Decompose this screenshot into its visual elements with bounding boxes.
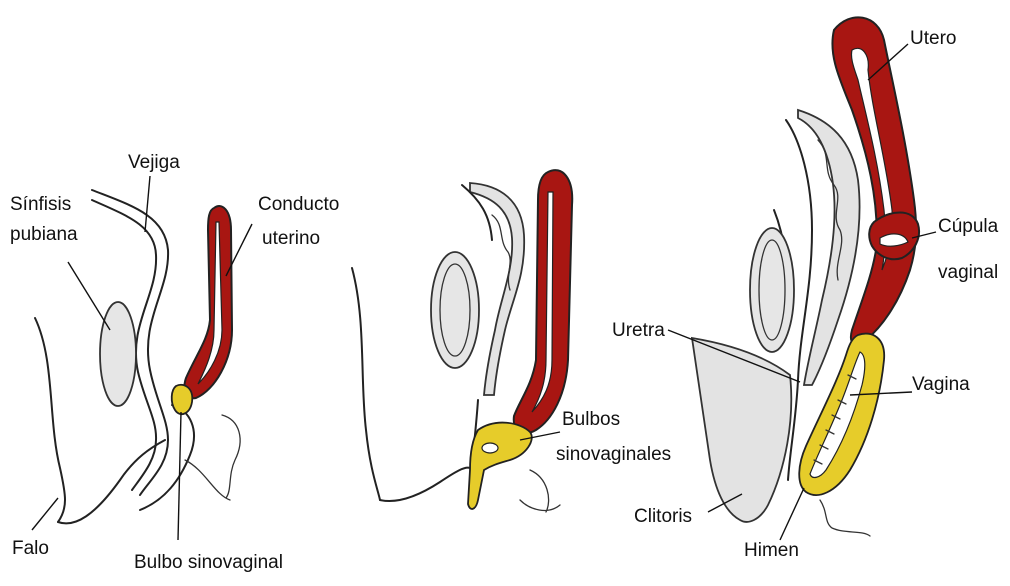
stage2-sinovaginal-bulbs xyxy=(468,423,532,509)
stage1-falo-leader xyxy=(32,498,58,530)
stage1-body-outline xyxy=(35,318,65,522)
stage1-label-conducto-2: uterino xyxy=(262,228,320,249)
stage3-pubic-symphysis xyxy=(750,228,794,352)
stage3-label-clitoris: Clitoris xyxy=(634,506,692,527)
stage3-label-cupula-1: Cúpula xyxy=(938,216,999,237)
stage1-panel: Vejiga Sínfisis pubiana Conducto uterino… xyxy=(10,152,339,573)
stage2-perineum xyxy=(520,470,560,512)
stage2-bulb-lumen xyxy=(482,443,498,453)
stage1-sinfisis-leader xyxy=(68,262,110,330)
stage1-label-bulbo: Bulbo sinovaginal xyxy=(134,552,283,573)
stage1-label-vejiga: Vejiga xyxy=(128,152,180,173)
stage1-sinovaginal-bulb xyxy=(172,385,193,414)
stage1-label-conducto-1: Conducto xyxy=(258,194,339,215)
stage1-vejiga-leader xyxy=(145,176,150,232)
stage1-label-sinfisis-2: pubiana xyxy=(10,224,78,245)
stage3-panel: Utero Cúpula vaginal Uretra Vagina Clito… xyxy=(612,17,999,561)
stage2-panel: Bulbos sinovaginales xyxy=(352,170,671,512)
stage3-label-vagina: Vagina xyxy=(912,374,970,395)
stage2-label-bulbos-1: Bulbos xyxy=(562,409,620,430)
stage3-label-cupula-2: vaginal xyxy=(938,262,998,283)
stage3-label-uretra: Uretra xyxy=(612,320,665,341)
stage1-label-falo: Falo xyxy=(12,538,49,559)
stage2-phallus xyxy=(380,468,470,501)
stage1-pubic-symphysis xyxy=(100,302,136,406)
stage3-himen-leader xyxy=(780,488,804,540)
stage2-pubic-symphysis xyxy=(431,252,479,368)
stage3-perineum xyxy=(820,500,870,536)
stage2-body-outline xyxy=(352,268,380,500)
stage3-label-himen: Himen xyxy=(744,540,799,561)
stage1-posterior-wall xyxy=(140,405,194,510)
stage1-label-sinfisis-1: Sínfisis xyxy=(10,194,71,215)
stage2-label-bulbos-2: sinovaginales xyxy=(556,444,671,465)
stage3-label-utero: Utero xyxy=(910,28,956,49)
